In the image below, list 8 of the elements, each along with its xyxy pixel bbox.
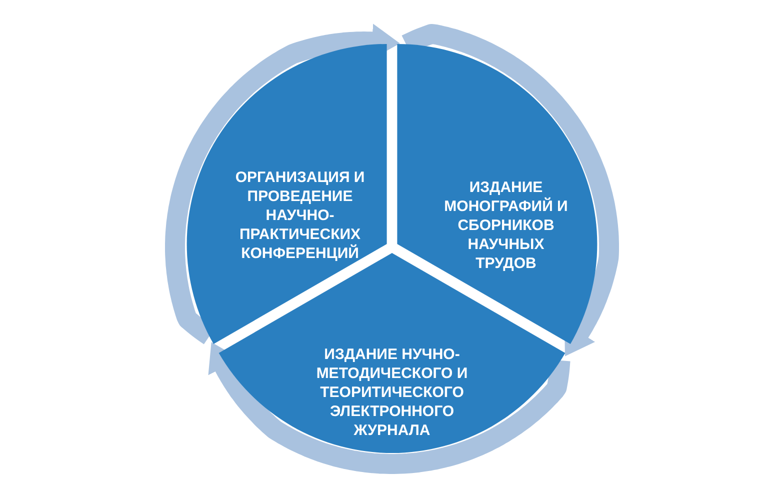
- segment-text: ОРГАНИЗАЦИЯ И ПРОВЕДЕНИЕ НАУЧНО-ПРАКТИЧЕСКИХ КОНФЕРЕНЦИЙ: [234, 168, 366, 263]
- pie-segment: [186, 44, 387, 344]
- cycle-arrow: [165, 24, 400, 344]
- pie-segment: [397, 44, 598, 344]
- segment-text: ИЗДАНИЕ МОНОГРАФИЙ И СБОРНИКОВ НАУЧНЫХ ТРУДОВ: [443, 178, 569, 273]
- cycle-arrow: [208, 342, 570, 474]
- cycle-arrow: [400, 24, 619, 356]
- segment-text: ИЗДАНИЕ НУЧНО-МЕТОДИЧЕСКОГО И ТЕОРИТИЧЕСКОГО ЭЛЕКТРОННОГО ЖУРНАЛА: [315, 345, 469, 440]
